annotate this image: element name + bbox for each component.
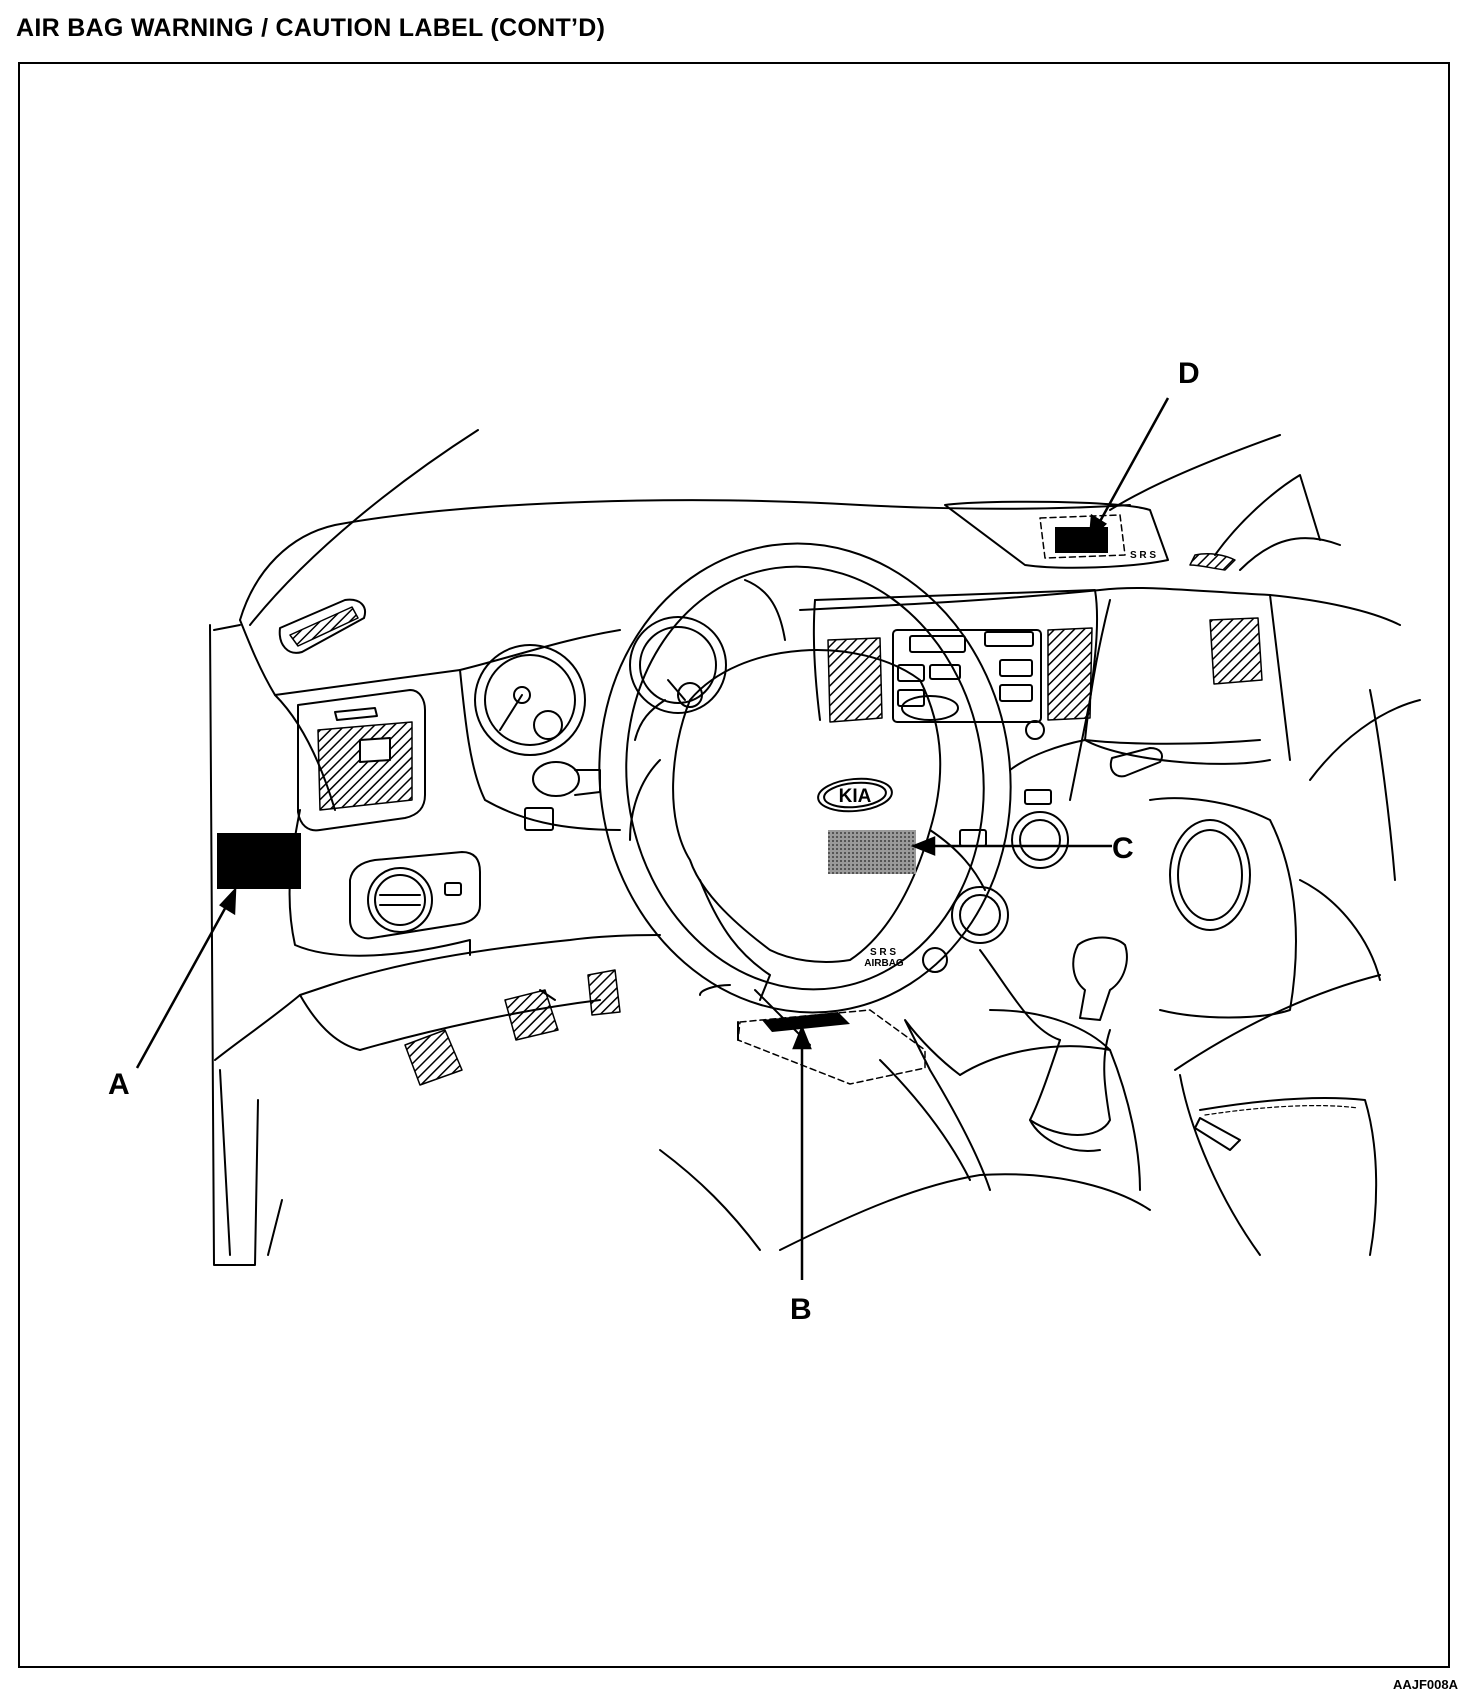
glove-box [1149,699,1421,1019]
callout-b: B [790,1293,812,1326]
dash-srs-marking: S R S [1130,550,1156,561]
defroster-vent-left [278,598,366,654]
figure-code: AAJF008A [1392,1677,1458,1692]
label-b-marker [762,1012,850,1032]
seat-outline [267,974,1381,1256]
knee-bolster-label-location [737,1009,926,1085]
diagram-frame [18,62,1450,1668]
dashboard-body [239,586,1401,881]
label-d-marker [1055,527,1108,553]
label-a-marker [217,833,301,889]
pedals [404,969,621,1086]
callout-d: D [1178,357,1200,390]
steering-wheel [598,542,1012,1046]
airbag-text: AIRBAG [864,958,904,969]
door-panel [209,624,259,1266]
gear-shift [904,936,1141,1191]
air-vent-left [297,689,426,832]
lower-dash-panel [214,934,661,1061]
leader-arrows [135,397,1170,1280]
callout-c: C [1112,832,1134,865]
instrument-cluster [459,579,786,831]
air-vent-right [1109,553,1263,778]
center-stack [812,589,1099,944]
windshield-outline [239,429,1341,626]
headlamp-switch-panel [288,809,481,957]
label-c-marker [828,830,916,874]
callout-a: A [108,1068,130,1101]
kia-logo-text: KIA [839,786,872,807]
page-title: AIR BAG WARNING / CAUTION LABEL (CONT’D) [16,14,606,42]
srs-text: S R S [870,947,896,958]
